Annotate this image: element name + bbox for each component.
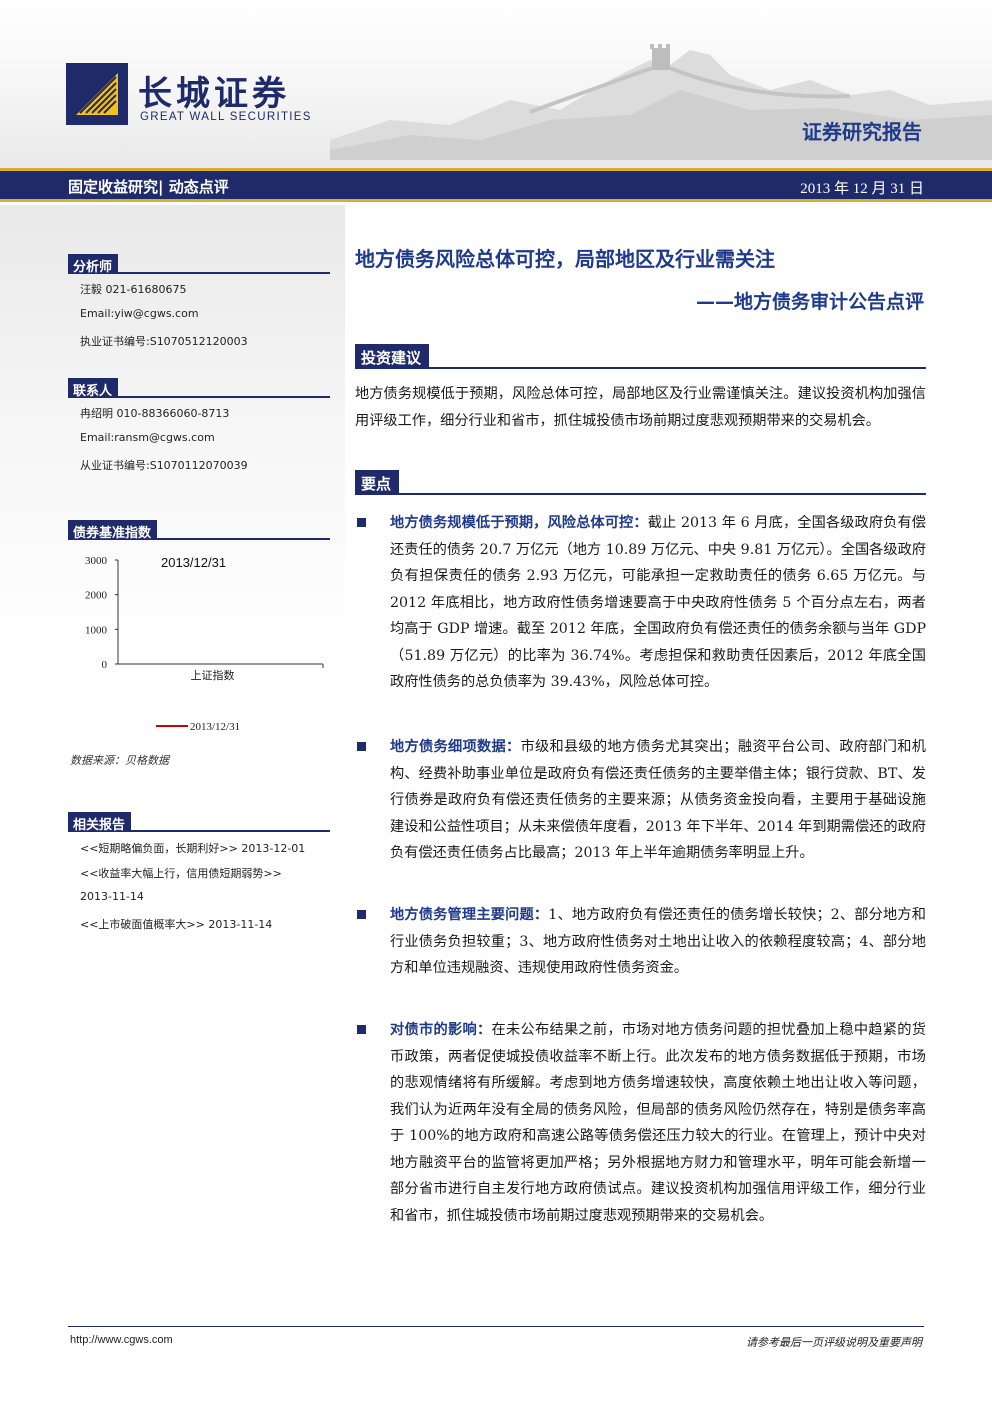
related-report-link[interactable]: <<上市破面值概率大>> 2013-11-14	[80, 918, 273, 931]
key-point-text: 截止 2013 年 6 月底，全国各级政府负有偿还责任的债务 20.7 万亿元（…	[390, 515, 926, 690]
chart-title: 2013/12/31	[161, 555, 226, 570]
key-point-heading: 地方债务规模低于预期，风险总体可控：	[390, 515, 648, 531]
analyst-email[interactable]: Email:yiw@cgws.com	[80, 307, 199, 320]
analyst-line: 汪毅 021-61680675	[80, 283, 187, 296]
related-report-link[interactable]: <<短期略偏负面，长期利好>> 2013-12-01	[80, 842, 306, 855]
key-points-heading: 要点	[355, 470, 926, 495]
investment-advice-text: 地方债务规模低于预期，风险总体可控，局部地区及行业需谨慎关注。建议投资机构加强信…	[355, 386, 926, 429]
great-wall-background-image	[330, 44, 992, 160]
brand-name-cn: 长城证券	[138, 74, 290, 114]
y-tick-label: 2000	[85, 590, 108, 602]
contact-heading: 联系人	[68, 378, 330, 399]
contact-line: 冉绍明 010-88366060-8713	[80, 407, 230, 420]
y-tick-label: 1000	[85, 624, 108, 636]
x-tick-label: 上证指数	[191, 668, 235, 682]
bond-index-chart: 3000 2000 1000 0 2013/12/31 上证指数 2013/12/31	[85, 555, 324, 733]
data-source: 数据来源：贝格数据	[70, 754, 169, 767]
analyst-cert: 执业证书编号:S1070512120003	[80, 335, 248, 348]
legend-label: 2013/12/31	[190, 721, 240, 733]
footer-disclaimer-note: 请参考最后一页评级说明及重要声明	[746, 1336, 922, 1349]
key-point-heading: 地方债务细项数据：	[390, 739, 521, 755]
report-type-label: 证券研究报告	[802, 120, 922, 144]
investment-advice-heading: 投资建议	[355, 344, 926, 369]
great-wall-logo-icon	[66, 63, 128, 125]
brand-name-en: GREAT WALL SECURITIES	[140, 111, 312, 123]
left-sidebar	[0, 205, 345, 1320]
related-reports-heading: 相关报告	[68, 812, 330, 833]
contact-email[interactable]: Email:ransm@cgws.com	[80, 431, 215, 444]
analyst-heading: 分析师	[68, 254, 330, 275]
key-point-item: 地方债务规模低于预期，风险总体可控：截止 2013 年 6 月底，全国各级政府负…	[355, 510, 926, 696]
bullet-square-icon	[357, 910, 366, 919]
bullet-square-icon	[357, 1025, 366, 1034]
key-point-heading: 地方债务管理主要问题：	[390, 907, 549, 923]
report-subtitle: ——地方债务审计公告点评	[695, 291, 924, 313]
y-tick-label: 3000	[85, 555, 108, 567]
bullet-square-icon	[357, 518, 366, 527]
key-point-item: 对债市的影响：在未公布结果之前，市场对地方债务问题的担忧叠加上稳中趋紧的货币政策…	[355, 1017, 926, 1229]
key-point-text: 市级和县级的地方债务尤其突出；融资平台公司、政府部门和机构、经费补助事业单位是政…	[390, 739, 926, 861]
related-report-link[interactable]: <<收益率大幅上行，信用债短期弱势>>	[80, 867, 282, 880]
contact-cert: 从业证书编号:S1070112070039	[80, 459, 248, 472]
bullet-square-icon	[357, 742, 366, 751]
report-header: 长城证券 GREAT WALL SECURITIES 证券研究报告	[0, 0, 992, 168]
key-point-item: 地方债务管理主要问题：1、地方政府负有偿还责任的债务增长较快；2、部分地方和行业…	[355, 902, 926, 982]
footer-divider	[68, 1326, 924, 1327]
category-date-bar: 固定收益研究| 动态点评 2013 年 12 月 31 日	[0, 168, 992, 202]
related-report-date: 2013-11-14	[80, 890, 144, 903]
bond-index-heading: 债券基准指数	[68, 520, 330, 541]
key-point-item: 地方债务细项数据：市级和县级的地方债务尤其突出；融资平台公司、政府部门和机构、经…	[355, 734, 926, 867]
report-title: 地方债务风险总体可控，局部地区及行业需关注	[355, 247, 775, 271]
footer-website-link[interactable]: http://www.cgws.com	[70, 1334, 173, 1346]
key-point-text: 1、地方政府负有偿还责任的债务增长较快；2、部分地方和行业债务负担较重；3、地方…	[390, 907, 926, 976]
key-point-text: 在未公布结果之前，市场对地方债务问题的担忧叠加上稳中趋紧的货币政策，两者促使城投…	[390, 1022, 926, 1224]
report-date: 2013 年 12 月 31 日	[800, 181, 924, 197]
report-category: 固定收益研究| 动态点评	[68, 178, 229, 196]
key-point-heading: 对债市的影响：	[390, 1022, 492, 1038]
y-tick-label: 0	[102, 659, 108, 671]
